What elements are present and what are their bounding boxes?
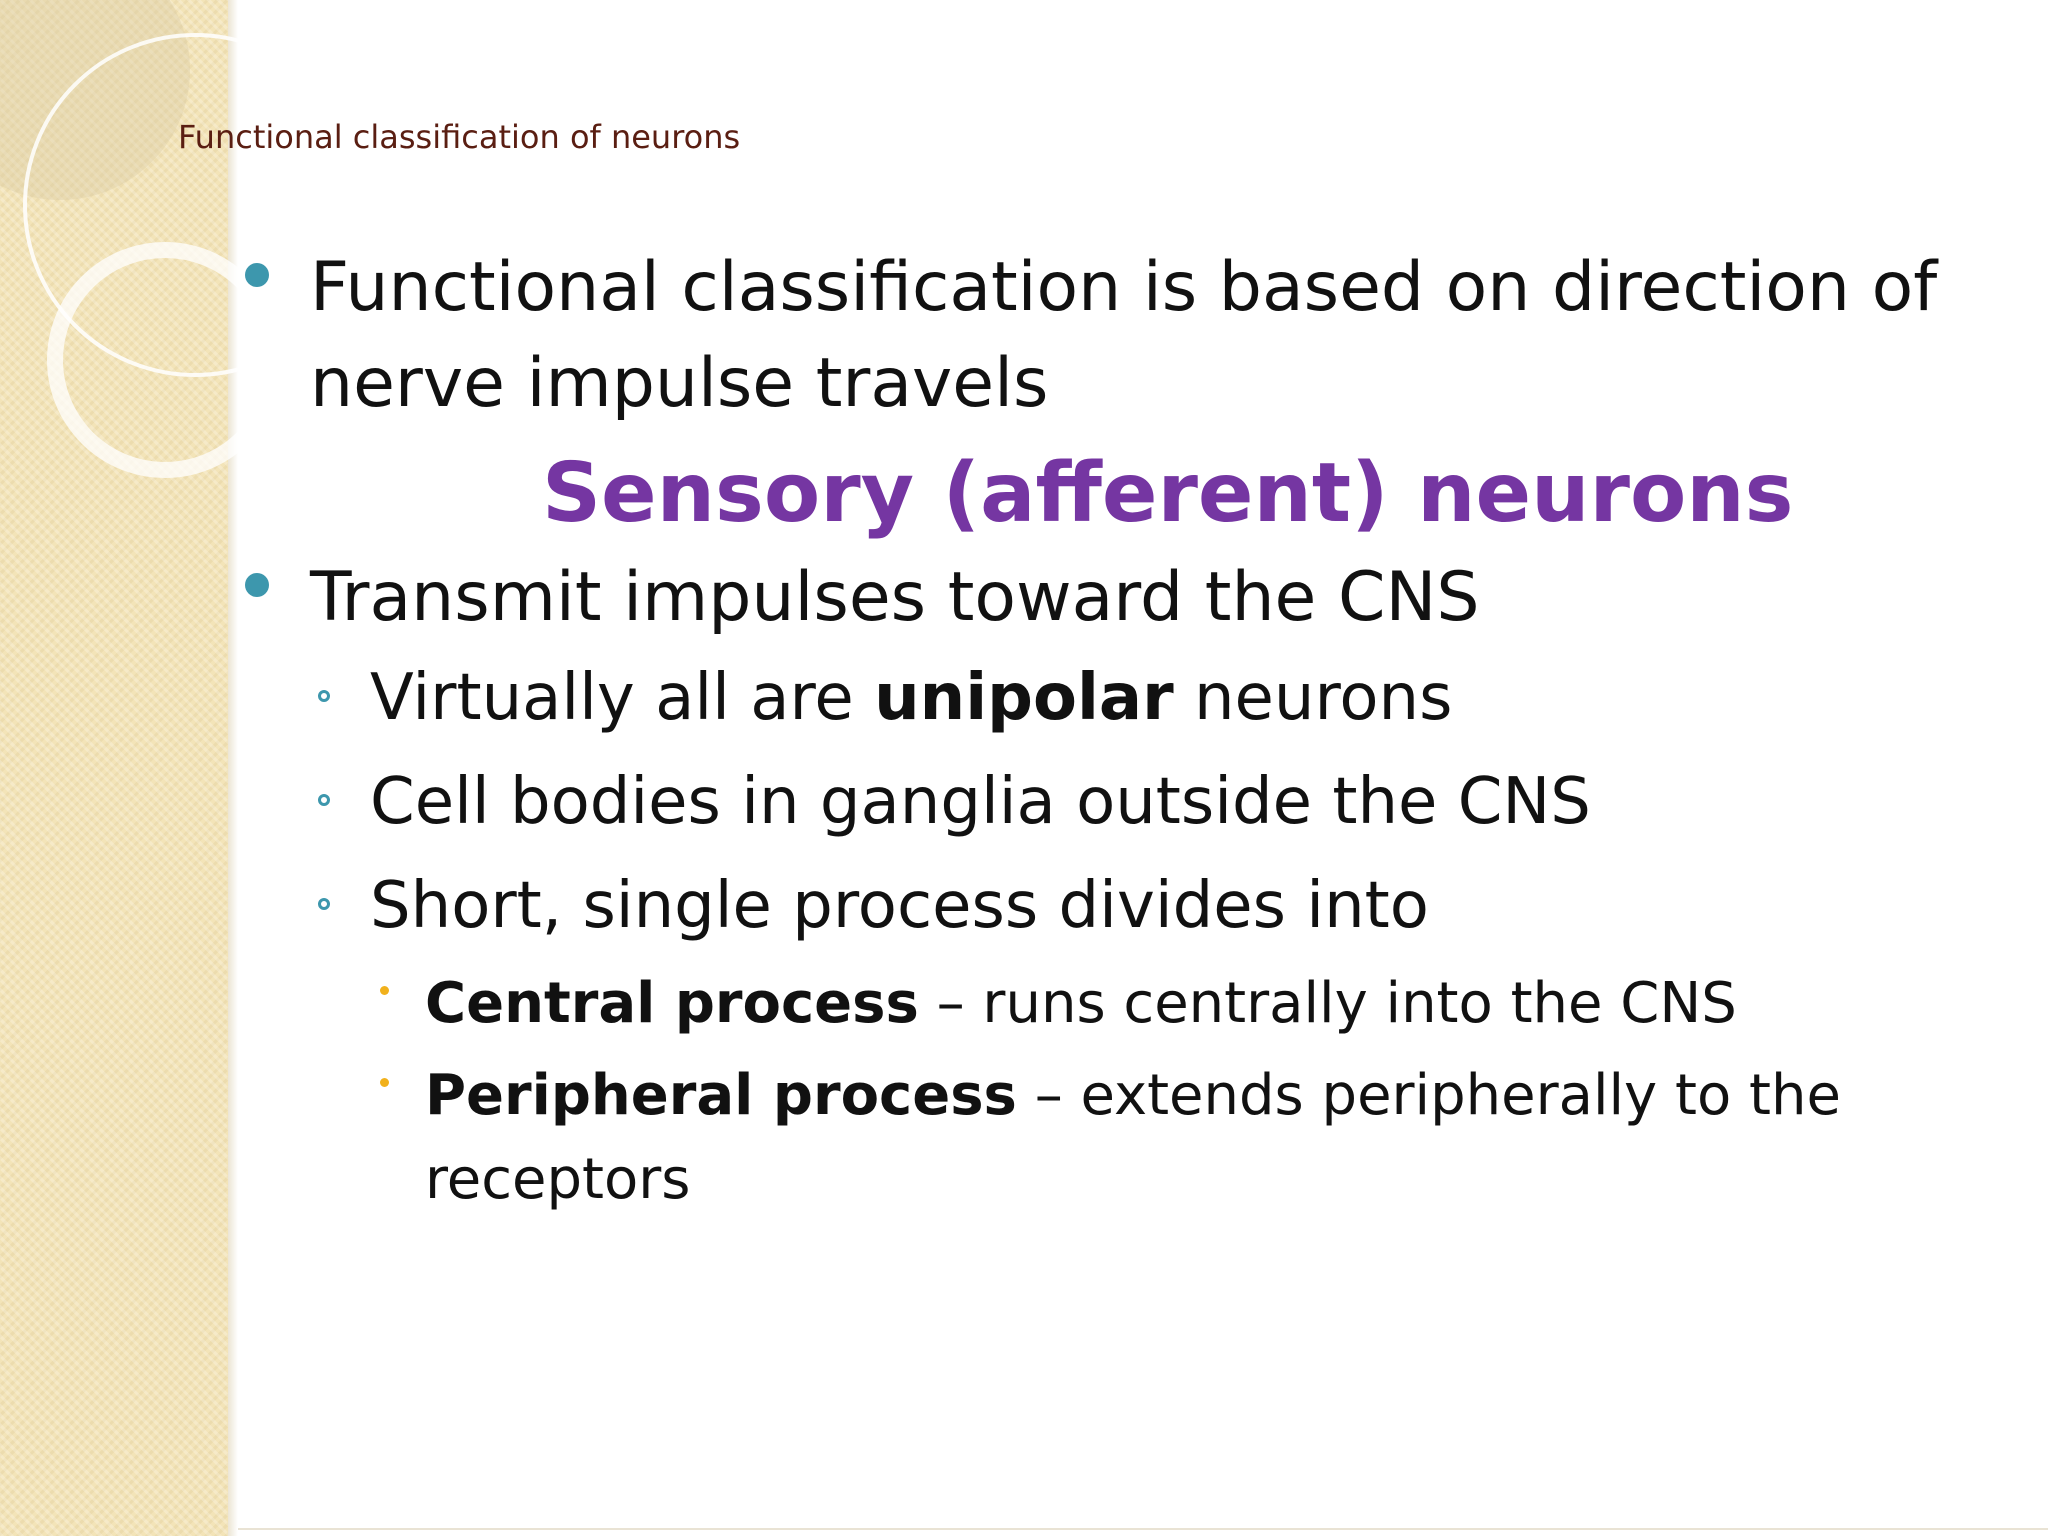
slide-content: Functional classification is based on di… <box>240 240 1937 1218</box>
sub-sub-bullet-central: Central process – runs centrally into th… <box>240 958 1920 1050</box>
bullet-intro-continuation: nerve impulse travels <box>240 336 1920 432</box>
slide-title: Functional classification of neurons <box>178 118 741 156</box>
short-process-text: Short, single process divides into <box>370 869 1429 943</box>
unipolar-text-bold: unipolar <box>874 661 1174 735</box>
unipolar-text-pre: Virtually all are <box>370 661 875 735</box>
gold-bullet-icon <box>380 986 389 995</box>
peripheral-process-rest: – extends peripherally to the <box>1016 1063 1841 1128</box>
bullet-intro: Functional classification is based on di… <box>240 240 1937 336</box>
bottom-divider <box>238 1528 2048 1530</box>
ring-bullet-icon <box>318 794 330 806</box>
decorative-side-band <box>0 0 228 1536</box>
section-heading: Sensory (afferent) neurons <box>542 446 1794 541</box>
transmit-text: Transmit impulses toward the CNS <box>310 558 1480 637</box>
cell-bodies-text: Cell bodies in ganglia outside the CNS <box>370 765 1591 839</box>
sub-sub-bullet-peripheral-continuation: receptors <box>240 1142 1920 1218</box>
peripheral-process-cont: receptors <box>425 1147 691 1212</box>
central-process-bold: Central process <box>425 971 919 1036</box>
intro-line-1: Functional classification is based on di… <box>310 248 1938 327</box>
teal-bullet-icon <box>245 573 269 597</box>
bullet-transmit: Transmit impulses toward the CNS <box>240 550 1920 646</box>
intro-line-2: nerve impulse travels <box>310 344 1049 423</box>
sub-bullet-short-process: Short, single process divides into <box>240 854 1920 958</box>
central-process-rest: – runs centrally into the CNS <box>918 971 1737 1036</box>
ring-bullet-icon <box>318 898 330 910</box>
gold-bullet-icon <box>380 1078 389 1087</box>
sub-sub-bullet-peripheral: Peripheral process – extends peripherall… <box>240 1050 1920 1142</box>
peripheral-process-bold: Peripheral process <box>425 1063 1017 1128</box>
teal-bullet-icon <box>245 263 269 287</box>
sub-bullet-unipolar: Virtually all are unipolar neurons <box>240 646 1920 750</box>
sub-bullet-cell-bodies: Cell bodies in ganglia outside the CNS <box>240 750 1920 854</box>
ring-bullet-icon <box>318 690 330 702</box>
side-band-edge <box>228 0 238 1536</box>
unipolar-text-post: neurons <box>1173 661 1453 735</box>
